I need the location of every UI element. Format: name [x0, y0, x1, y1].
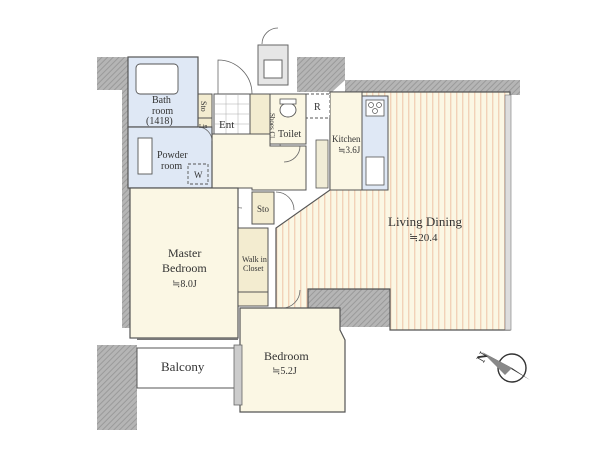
master-bedroom — [129, 187, 239, 339]
storage-top-label: Sto — [199, 101, 208, 112]
top-left-column — [97, 57, 128, 188]
entrance-door-swing — [217, 59, 253, 95]
bedroom-door-swing — [281, 289, 301, 309]
powder-room-label-2: room — [161, 161, 182, 172]
balcony-label: Balcony — [161, 359, 205, 374]
bathroom-label: Bath — [152, 95, 171, 106]
toilet-label: Toilet — [278, 129, 301, 140]
bedroom — [239, 307, 346, 413]
shoes-closet-label: Shoes Cl. — [268, 113, 276, 140]
kitchen-cabinet — [315, 139, 329, 189]
storage-mid — [251, 191, 275, 225]
bottom-left-column — [97, 345, 137, 430]
linen-label: Lin — [199, 124, 207, 130]
storage-mid-label: Sto — [257, 204, 270, 214]
walk-in-closet — [237, 227, 269, 293]
living-dining-label: Living Dining — [388, 214, 463, 229]
bathroom-size: (1418) — [146, 116, 173, 127]
washer-space — [187, 163, 209, 185]
master-bedroom-label: Master — [168, 246, 201, 260]
left-wall — [122, 188, 130, 328]
top-right-column — [297, 57, 345, 92]
refrigerator-label: R — [314, 102, 321, 113]
compass: N — [473, 349, 530, 383]
bedroom-label: Bedroom — [264, 349, 309, 363]
entrance-tiles — [214, 94, 250, 134]
master-bedroom-label-2: Bedroom — [162, 261, 207, 275]
right-top-wall — [345, 80, 520, 95]
kitchen-size: ≒3.6J — [338, 145, 361, 155]
bathroom-label-2: room — [152, 106, 173, 117]
top-door-swing — [261, 27, 279, 45]
living-door-swing — [275, 191, 295, 211]
master-bedroom-size: ≒8.0J — [172, 279, 197, 290]
powder-room-label: Powder — [157, 150, 188, 161]
bathtub-icon — [135, 63, 179, 95]
ventilation-box — [263, 59, 283, 79]
walk-in-closet-label-2: Closet — [243, 264, 264, 273]
walk-in-closet-label: Walk in — [242, 255, 267, 264]
toilet-icon — [279, 102, 297, 118]
living-dining-size: ≒20.4 — [409, 232, 438, 244]
sink-icon — [365, 156, 385, 186]
stove-icon — [365, 99, 385, 117]
kitchen-label: Kitchen — [332, 134, 361, 144]
balcony — [136, 347, 239, 389]
entrance-label: Ent — [219, 119, 234, 131]
powder-room — [127, 126, 213, 189]
compass-north-label: N — [473, 349, 491, 365]
right-window-frame — [504, 94, 512, 331]
vanity-sink-icon — [137, 137, 153, 175]
refrigerator-icon — [305, 93, 331, 119]
washer-label: W — [194, 170, 203, 180]
bedroom-size: ≒5.2J — [272, 366, 297, 377]
